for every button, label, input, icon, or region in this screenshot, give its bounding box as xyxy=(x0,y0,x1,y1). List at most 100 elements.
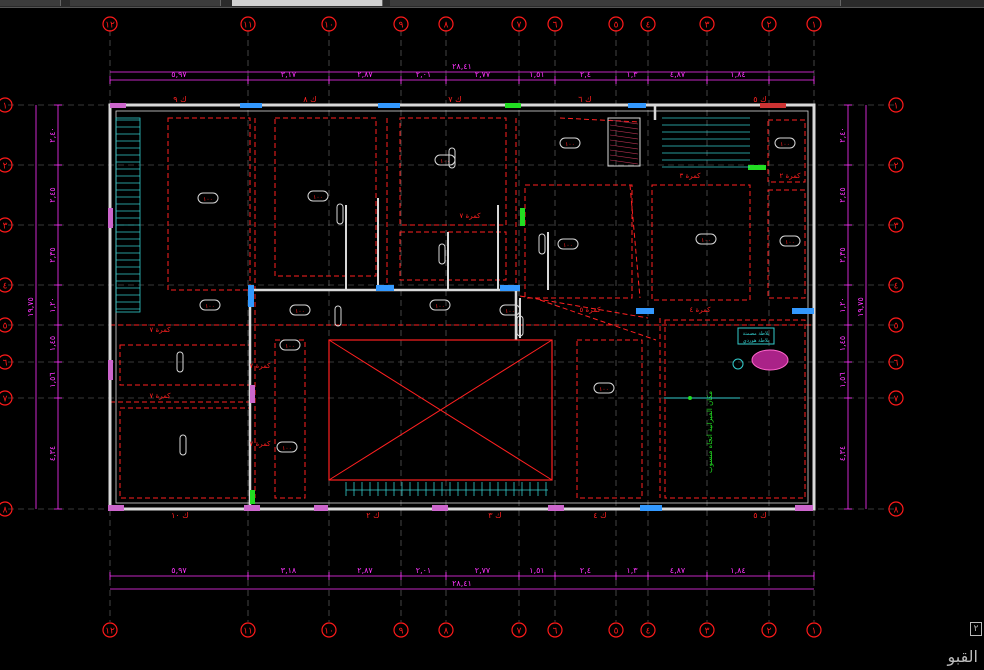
beam-label-top: ك ٧ xyxy=(448,95,461,104)
dimension-label: ١,٣ xyxy=(626,70,638,79)
dashed-slab-outline xyxy=(274,117,377,277)
hatched-area xyxy=(751,349,789,371)
slab-tag xyxy=(199,299,221,311)
slab-tag xyxy=(593,382,615,394)
grid-bubble xyxy=(888,97,904,113)
dashed-slab-outline xyxy=(524,184,633,299)
dimension-label: ٢,٤٠ xyxy=(48,127,57,142)
leader-dot xyxy=(688,396,692,400)
dimension-label: ١,٢٠ xyxy=(838,297,847,312)
dimension-label: ٢,٤ xyxy=(580,566,591,575)
grid-bubble xyxy=(511,622,527,638)
beam-label-bottom: ك ٢ xyxy=(366,511,379,520)
slab-marker xyxy=(448,147,456,169)
beam-label-bottom: ك ٣ xyxy=(488,511,501,520)
opening xyxy=(250,385,255,403)
opening xyxy=(628,103,646,108)
opening xyxy=(500,285,520,291)
grid-bubble xyxy=(393,622,409,638)
grid-bubble xyxy=(0,277,13,293)
grid-bubble xyxy=(547,622,563,638)
grid-bubble-label: ٢ xyxy=(3,162,8,172)
grid-bubble-label: ١١ xyxy=(243,21,253,31)
dimension-label: ١,٨٤ xyxy=(730,70,745,79)
dimension-label: ٢,٨٧ xyxy=(357,566,373,575)
slab-marker xyxy=(438,243,446,265)
grid-bubble xyxy=(102,16,118,32)
grid-bubble xyxy=(547,16,563,32)
grid-axis-lines xyxy=(8,30,896,622)
room-label: كمرة ٣ xyxy=(680,172,702,180)
grid-bubble xyxy=(240,622,256,638)
dashed-slab-outline xyxy=(119,407,251,499)
dimension-total: ٢٨,٤١ xyxy=(452,62,472,71)
slab-marker xyxy=(516,315,524,337)
dimension-label: ١,٤٥ xyxy=(48,336,57,351)
opening xyxy=(640,505,662,511)
opening xyxy=(376,285,394,291)
room-label: كمرة ٧ xyxy=(250,440,272,448)
grid-bubble-label: ١ xyxy=(894,102,899,112)
grid-bubble xyxy=(0,354,13,370)
legend-box xyxy=(737,327,775,345)
dimension-label: ٢,٠١ xyxy=(416,566,431,575)
grid-bubble xyxy=(608,16,624,32)
grid-bubble xyxy=(640,622,656,638)
grid-bubble xyxy=(393,16,409,32)
dimension-label: ٢,٤ xyxy=(580,70,591,79)
room-label: كمرة ٧ xyxy=(150,392,172,400)
grid-bubble-label: ١ xyxy=(812,627,817,637)
grid-bubble-label: ١١ xyxy=(243,627,253,637)
dimension-label: ٣,١٨ xyxy=(281,566,297,575)
dimension-label: ٢,٧٧ xyxy=(475,70,491,79)
grid-bubble-label: ٨ xyxy=(444,627,449,637)
grid-bubble-label: ٣ xyxy=(3,222,8,232)
dimension-label: ٢,٠١ xyxy=(416,70,431,79)
grid-bubble xyxy=(888,390,904,406)
slab-tag xyxy=(559,137,581,149)
dimension-label: ١,٥١ xyxy=(529,566,544,575)
opening xyxy=(108,505,124,511)
grid-bubble xyxy=(511,16,527,32)
beam-label-top: ك ٨ xyxy=(303,95,316,104)
grid-bubble-label: ٤ xyxy=(894,282,899,292)
grid-bubble xyxy=(321,622,337,638)
toolbar-segment[interactable] xyxy=(390,0,841,6)
slab-tag-value: ١٠٠ xyxy=(313,194,323,201)
slab-tag xyxy=(276,441,298,453)
stair-hatch xyxy=(609,134,639,140)
toolbar-segment[interactable] xyxy=(232,0,383,6)
toolbar-segment[interactable] xyxy=(70,0,221,6)
toolbar-segment[interactable] xyxy=(0,0,61,6)
grid-bubble xyxy=(438,16,454,32)
grid-bubble-label: ٨ xyxy=(444,21,449,31)
slab-tag-value: ١٠٠ xyxy=(440,158,450,165)
opening xyxy=(748,165,766,170)
grid-bubble-label: ١٠ xyxy=(324,627,334,637)
grid-bubble-label: ٢ xyxy=(767,627,772,637)
grid-bubble-label: ٧ xyxy=(517,21,522,31)
slab-tag-value: ١٠٠ xyxy=(599,386,609,393)
dimension-label: ١,٣ xyxy=(626,566,638,575)
dimension-label: ١,٤٥ xyxy=(838,336,847,351)
grid-bubble xyxy=(888,277,904,293)
slab-tag xyxy=(779,235,801,247)
slab-tag xyxy=(289,304,311,316)
grid-bubble-label: ١٢ xyxy=(105,627,115,637)
slab-tag xyxy=(557,238,579,250)
green-note: مكان الميزانية اتجاه منسوب xyxy=(706,391,714,473)
grid-bubble xyxy=(0,390,13,406)
dimension-label: ٥,٩٧ xyxy=(171,566,187,575)
slab-tag-value: ١٠٠ xyxy=(563,242,573,249)
room-label: كمرة ٧ xyxy=(250,362,272,370)
opening xyxy=(314,505,328,511)
grid-bubble xyxy=(888,317,904,333)
grid-bubble xyxy=(806,622,822,638)
slab-tag-value: ١٠٠ xyxy=(295,308,305,315)
stair-hatch xyxy=(609,129,639,135)
dashed-slab-outline xyxy=(167,117,251,291)
grid-bubble xyxy=(0,157,13,173)
dashed-beams xyxy=(110,117,814,499)
